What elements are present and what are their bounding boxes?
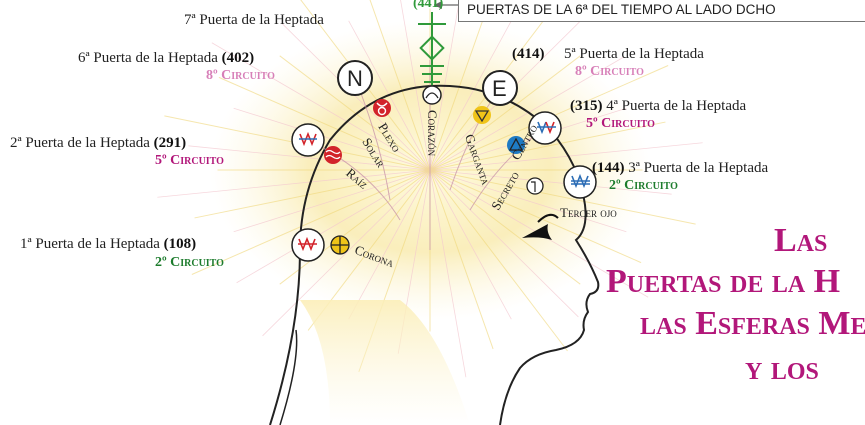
gate2-text: 2ª Puerta de la Heptada xyxy=(10,135,150,151)
title-line4: y los xyxy=(745,350,819,387)
gate1-circuit: 2º Circuito xyxy=(155,255,224,270)
node-e xyxy=(482,70,518,106)
gate5-text: 5ª Puerta de la Heptada xyxy=(564,46,704,62)
node-n-letter: N xyxy=(347,66,363,91)
aura-ray xyxy=(429,169,581,285)
heart-node-icon xyxy=(422,85,442,105)
gate5-label: (414) 5ª Puerta de la Heptada xyxy=(512,46,704,63)
aura-ray xyxy=(400,0,431,171)
gate1-label: 1ª Puerta de la Heptada (108) xyxy=(20,236,196,253)
gate4-label: (315) 4ª Puerta de la Heptada xyxy=(570,98,746,115)
aura-ray xyxy=(281,22,431,171)
aura-ray xyxy=(429,0,460,171)
neck-glow xyxy=(300,300,470,425)
aura-ray xyxy=(279,55,431,171)
title-line2: Puertas de la H xyxy=(606,263,841,300)
gate5-number: (414) xyxy=(512,46,545,62)
aura-ray xyxy=(429,20,512,171)
double-v-glyph-icon xyxy=(298,121,590,252)
gate2-number: (291) xyxy=(153,135,187,151)
gate6-label: 6ª Puerta de la Heptada (402) xyxy=(78,50,254,67)
aura-ray xyxy=(188,145,431,171)
aura-ray xyxy=(194,169,431,219)
aura-ray xyxy=(211,42,431,171)
gate3-number: (144) xyxy=(592,160,625,176)
aura-ray xyxy=(429,169,512,320)
gate6-circuit: 8º Circuito xyxy=(206,68,275,83)
water-wave-icon xyxy=(324,146,342,164)
gate3-node xyxy=(563,165,597,199)
aura-ray xyxy=(429,169,568,352)
aura-ray xyxy=(429,55,581,171)
aura-ray xyxy=(218,76,431,171)
banner-note: PUERTAS DE LA 6ª DEL TIEMPO AL LADO DCHO xyxy=(458,0,865,22)
aura-ray xyxy=(348,169,431,320)
aura-ray xyxy=(429,169,579,318)
gate6-text: 6ª Puerta de la Heptada xyxy=(78,50,218,66)
label-tercer-ojo: Tercer ojo xyxy=(560,205,617,220)
gate3-text: 3ª Puerta de la Heptada xyxy=(628,160,769,176)
cross-circle-icon xyxy=(330,235,350,255)
title-line3: las Esferas Me xyxy=(640,305,865,342)
node-n xyxy=(337,60,373,96)
aura-ray xyxy=(429,169,467,378)
gate3-circuit: 2º Circuito xyxy=(609,178,678,193)
aura-ray xyxy=(191,169,431,275)
gate4-text: 4ª Puerta de la Heptada xyxy=(606,98,747,114)
gate1-node xyxy=(291,228,325,262)
gate4-circuit: 5º Circuito xyxy=(586,116,655,131)
triangle-up-icon xyxy=(507,136,525,154)
aura-ray xyxy=(236,169,431,284)
eyebrow xyxy=(537,213,559,223)
gate1-number: (108) xyxy=(163,236,197,252)
aura-ray xyxy=(429,169,696,225)
gate5-circuit: 8º Circuito xyxy=(575,64,644,79)
aura-ray xyxy=(279,169,431,285)
sacred-glyph-icon xyxy=(418,12,446,90)
aura-ray xyxy=(157,169,431,198)
aura-ray xyxy=(429,169,672,195)
aura-ray xyxy=(429,169,627,233)
head-outline xyxy=(269,84,600,425)
triangle-down-icon xyxy=(473,106,491,124)
title-line1: Las xyxy=(774,222,828,259)
gate4-node xyxy=(528,111,562,145)
label-corazon: Corazón xyxy=(425,110,440,157)
aura-ray xyxy=(429,169,642,264)
aura-ray xyxy=(429,169,494,350)
aura-ray xyxy=(429,56,624,171)
aura-ray xyxy=(429,142,703,171)
gate7-label: 7ª Puerta de la Heptada xyxy=(184,12,324,28)
top-number: (441) xyxy=(413,0,444,11)
eye-icon xyxy=(522,224,552,240)
gate2-label: 2ª Puerta de la Heptada (291) xyxy=(10,135,186,152)
gate4-number: (315) xyxy=(570,98,603,114)
gate1-text: 1ª Puerta de la Heptada xyxy=(20,236,160,252)
aura-ray xyxy=(429,107,627,171)
node-e-letter: E xyxy=(492,76,507,101)
aura-ray xyxy=(369,0,431,171)
aura-ray xyxy=(262,169,431,337)
aura-ray xyxy=(429,121,666,171)
gate6-number: (402) xyxy=(221,50,255,66)
taurus-icon xyxy=(373,99,391,117)
gate3-label: (144) 3ª Puerta de la Heptada xyxy=(592,160,768,177)
head-back xyxy=(279,329,298,425)
arrow-left-icon xyxy=(434,1,462,9)
gate2-circuit: 5º Circuito xyxy=(155,153,224,168)
gate2-node xyxy=(291,123,325,157)
aura-ray xyxy=(233,169,431,233)
half-circle-icon xyxy=(526,177,544,195)
